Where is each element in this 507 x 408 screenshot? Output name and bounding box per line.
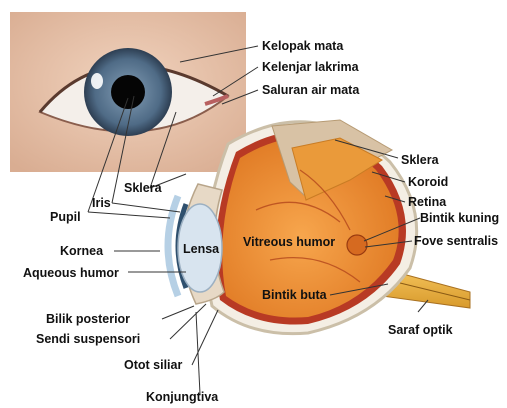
- label-fove-sentralis: Fove sentralis: [414, 234, 498, 248]
- label-saluran-air-mata: Saluran air mata: [262, 83, 359, 97]
- label-konjungtiva: Konjungtiva: [146, 390, 218, 404]
- label-bintik-buta: Bintik buta: [262, 288, 327, 302]
- label-vitreous-humor: Vitreous humor: [243, 235, 335, 249]
- label-kelopak-mata: Kelopak mata: [262, 39, 343, 53]
- label-retina: Retina: [408, 195, 446, 209]
- external-eye-view: [10, 12, 246, 172]
- label-otot-siliar: Otot siliar: [124, 358, 182, 372]
- label-aqueous-humor: Aqueous humor: [23, 266, 119, 280]
- label-bilik-posterior: Bilik posterior: [46, 312, 130, 326]
- label-sklera-right: Sklera: [401, 153, 439, 167]
- label-saraf-optik: Saraf optik: [388, 323, 453, 337]
- label-sklera-left: Sklera: [124, 181, 162, 195]
- label-koroid: Koroid: [408, 175, 448, 189]
- label-lensa: Lensa: [183, 242, 219, 256]
- label-kelenjar-lakrima: Kelenjar lakrima: [262, 60, 359, 74]
- label-iris: Iris: [92, 196, 111, 210]
- label-kornea: Kornea: [60, 244, 103, 258]
- label-pupil: Pupil: [50, 210, 81, 224]
- label-sendi-suspensori: Sendi suspensori: [36, 332, 140, 346]
- label-bintik-kuning: Bintik kuning: [420, 211, 499, 225]
